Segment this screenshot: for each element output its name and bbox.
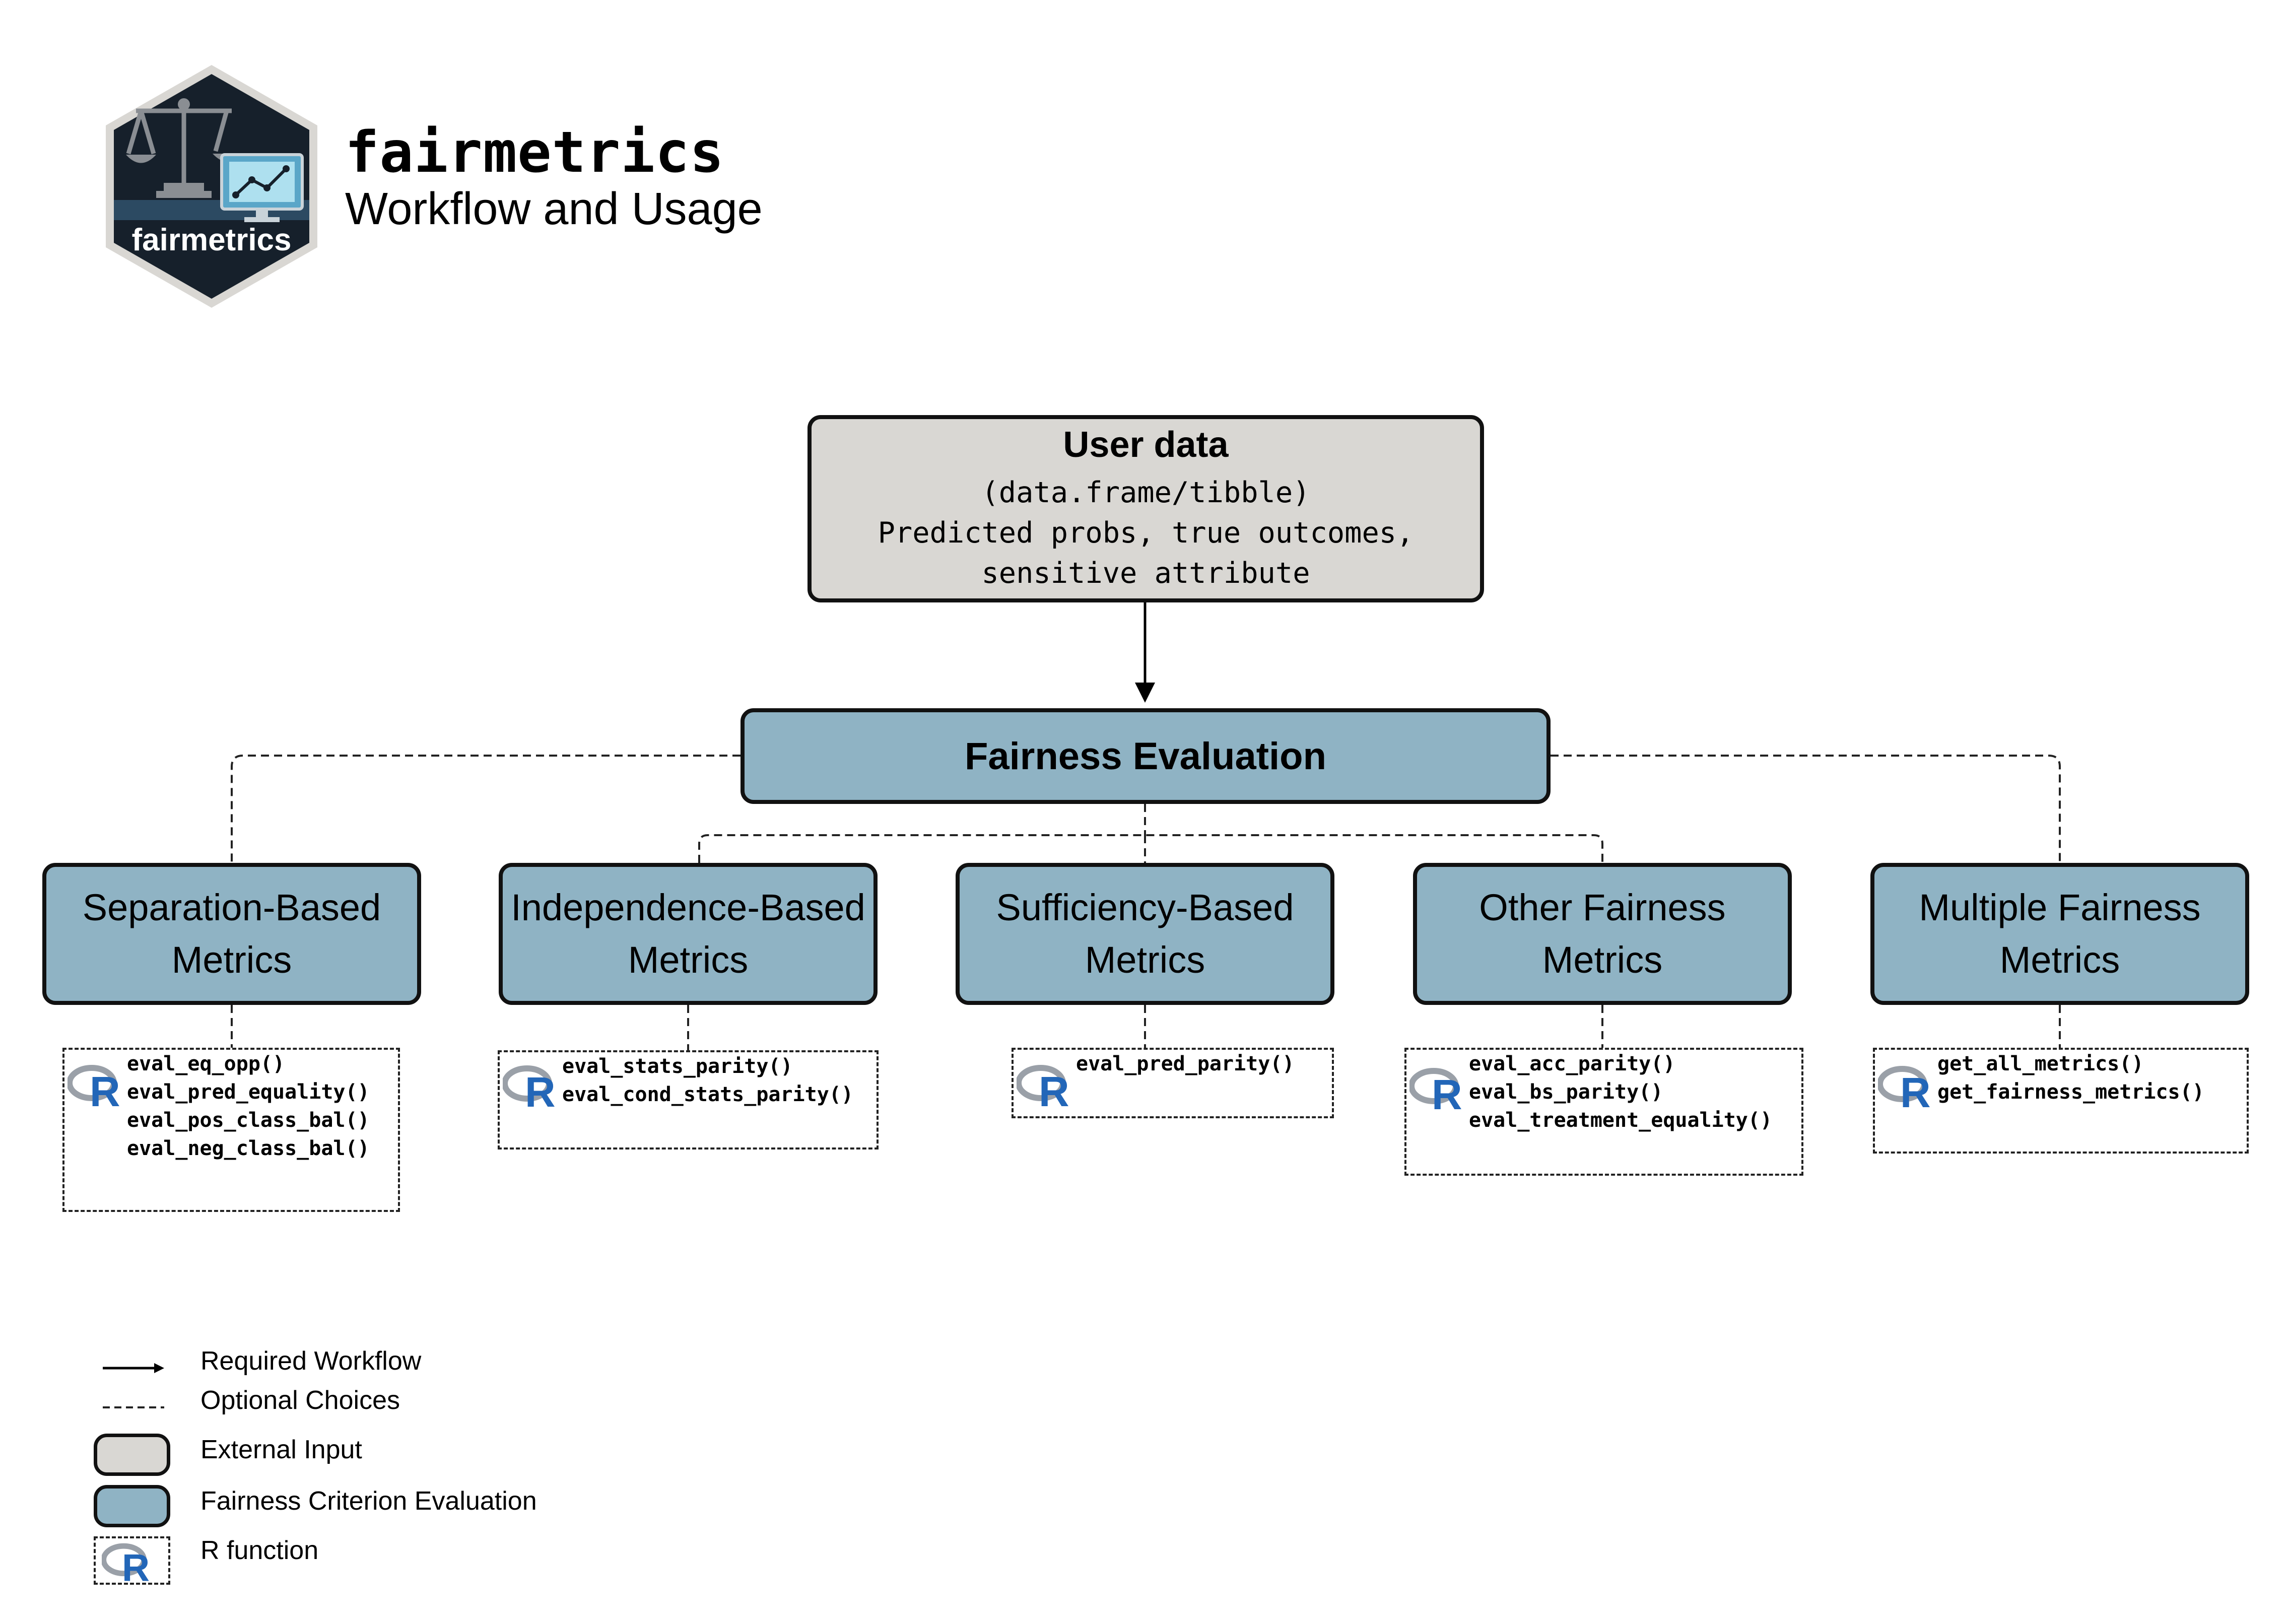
optional-branch-bar <box>698 834 1603 863</box>
legend-criterion-swatch <box>94 1485 170 1527</box>
r-logo-icon: R <box>1409 1068 1462 1111</box>
user-data-line: (data.frame/tibble) <box>981 476 1310 509</box>
legend-external-swatch <box>94 1434 170 1476</box>
scale-icon <box>126 103 232 183</box>
fairness-evaluation-box: Fairness Evaluation <box>741 708 1551 804</box>
metric-label: Metrics <box>628 939 749 981</box>
separation-functions-box: R eval_eq_opp() eval_pred_equality() eva… <box>62 1048 400 1212</box>
metric-label: Independence-Based <box>511 887 865 928</box>
user-data-line: Predicted probs, true outcomes, <box>878 516 1414 550</box>
legend-external-label: External Input <box>200 1435 362 1464</box>
legend-criterion-label: Fairness Criterion Evaluation <box>200 1486 537 1516</box>
page-subtitle: Workflow and Usage <box>345 184 763 234</box>
metric-label: Metrics <box>1542 939 1663 981</box>
function-name: eval_bs_parity() <box>1469 1080 1663 1104</box>
independence-functions-box: R eval_stats_parity() eval_cond_stats_pa… <box>498 1050 879 1149</box>
sufficiency-metrics-box: Sufficiency-Based Metrics <box>956 863 1334 1005</box>
optional-branch-multiple <box>1551 755 2061 863</box>
function-name: get_fairness_metrics() <box>1937 1080 2204 1104</box>
r-logo-icon: R <box>102 1543 150 1583</box>
svg-text:R: R <box>1039 1068 1069 1108</box>
function-name: get_all_metrics() <box>1937 1052 2144 1075</box>
user-data-line: sensitive attribute <box>981 557 1310 590</box>
function-name: eval_acc_parity() <box>1469 1052 1675 1075</box>
independence-metrics-box: Independence-Based Metrics <box>499 863 878 1005</box>
fairness-evaluation-title: Fairness Evaluation <box>964 734 1327 778</box>
other-functions-box: R eval_acc_parity() eval_bs_parity() eva… <box>1404 1048 1803 1176</box>
monitor-chart-icon <box>220 153 304 222</box>
svg-text:R: R <box>525 1068 556 1109</box>
svg-text:R: R <box>1900 1069 1931 1109</box>
page-title: fairmetrics <box>345 120 724 185</box>
function-name: eval_eq_opp() <box>127 1052 285 1075</box>
r-logo-icon: R <box>503 1065 556 1109</box>
fairmetrics-hex-logo: fairmetrics <box>106 65 317 308</box>
metric-label: Metrics <box>171 939 292 981</box>
r-logo-icon: R <box>68 1065 120 1108</box>
metric-label: Multiple Fairness <box>1919 887 2201 928</box>
r-logo-icon: R <box>1878 1066 1931 1109</box>
function-name: eval_pred_equality() <box>127 1080 370 1104</box>
function-name: eval_treatment_equality() <box>1469 1109 1773 1132</box>
multiple-functions-box: R get_all_metrics() get_fairness_metrics… <box>1873 1048 2249 1154</box>
legend-dashed-line-icon <box>103 1406 164 1408</box>
legend-required-label: Required Workflow <box>200 1346 422 1376</box>
r-logo-icon: R <box>1017 1065 1069 1108</box>
metric-label: Other Fairness <box>1479 887 1726 928</box>
legend-optional-label: Optional Choices <box>200 1386 400 1415</box>
optional-branch-separation <box>231 755 741 863</box>
svg-text:R: R <box>1432 1071 1462 1111</box>
sufficiency-functions-box: R eval_pred_parity() <box>1012 1048 1334 1118</box>
svg-text:R: R <box>122 1546 150 1583</box>
svg-text:R: R <box>90 1068 120 1108</box>
function-name: eval_pos_class_bal() <box>127 1109 370 1132</box>
function-name: eval_pred_parity() <box>1076 1052 1295 1075</box>
logo-wordmark: fairmetrics <box>131 223 291 257</box>
function-name: eval_neg_class_bal() <box>127 1137 370 1160</box>
other-metrics-box: Other Fairness Metrics <box>1413 863 1792 1005</box>
legend-arrow-icon <box>103 1363 164 1373</box>
metric-label: Metrics <box>1085 939 1205 981</box>
user-data-title: User data <box>1063 425 1229 465</box>
legend-rfunction-swatch: R <box>94 1536 170 1585</box>
user-data-box: User data (data.frame/tibble) Predicted … <box>807 415 1484 602</box>
metric-label: Metrics <box>1999 939 2120 981</box>
multiple-metrics-box: Multiple Fairness Metrics <box>1870 863 2249 1005</box>
metric-label: Separation-Based <box>82 887 381 928</box>
function-name: eval_stats_parity() <box>562 1055 793 1078</box>
metric-label: Sufficiency-Based <box>996 887 1294 928</box>
legend-rfunction-label: R function <box>200 1536 319 1565</box>
separation-metrics-box: Separation-Based Metrics <box>42 863 421 1005</box>
function-name: eval_cond_stats_parity() <box>562 1083 853 1106</box>
